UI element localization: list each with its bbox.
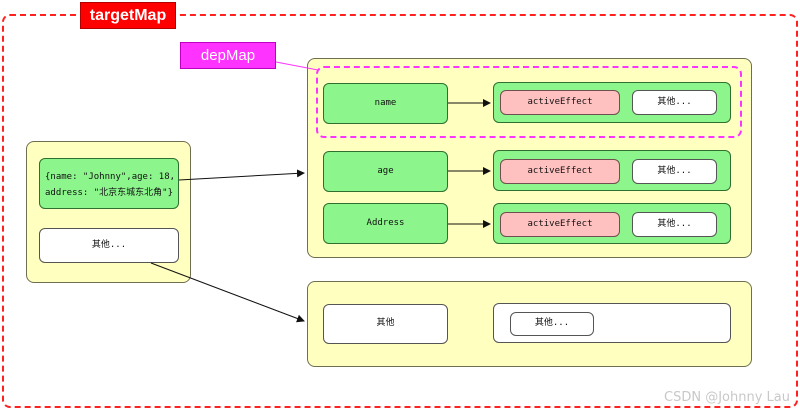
target-object-line-2: address: "北京东城东北角"}: [45, 188, 174, 199]
other-effect-address: 其他...: [632, 212, 717, 237]
key-address-box: Address: [323, 203, 448, 244]
target-other-box: 其他...: [39, 228, 179, 263]
key-name-box: name: [323, 83, 448, 124]
target-map-label: targetMap: [80, 2, 176, 29]
other-effect-age: 其他...: [632, 159, 717, 184]
key-age-box: age: [323, 151, 448, 192]
other-set-item: 其他...: [510, 312, 594, 336]
target-object-box: {name: "Johnny",age: 18, address: "北京东城东北…: [39, 158, 179, 209]
arrow-other-to-othermap: [150, 262, 305, 323]
active-effect-age: activeEffect: [500, 159, 620, 184]
arrow-object-to-depmap: [178, 169, 305, 181]
target-object-line-1: {name: "Johnny",age: 18,: [45, 172, 176, 182]
watermark: CSDN @Johnny Lau: [664, 390, 790, 405]
active-effect-name: activeEffect: [500, 90, 620, 115]
dep-map-label: depMap: [180, 42, 276, 69]
dep-map-highlight: [316, 66, 742, 138]
other-key-box: 其他: [323, 304, 448, 344]
other-effect-name: 其他...: [632, 90, 717, 115]
target-map-frame: [2, 14, 798, 408]
active-effect-address: activeEffect: [500, 212, 620, 237]
depmap-label-connector: [275, 61, 319, 71]
